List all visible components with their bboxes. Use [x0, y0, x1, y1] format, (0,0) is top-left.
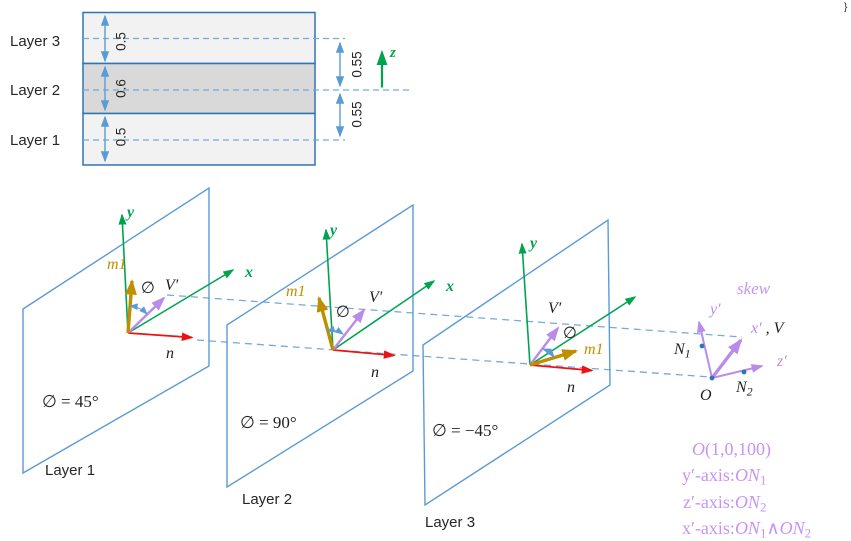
p1-v-prime-vector-arrow: [127, 296, 166, 334]
skew-frame: y′ x′ , V z′ N1 N2 O skew: [673, 279, 787, 404]
layer1-plane: [22, 186, 210, 475]
p2-n-label: n: [371, 364, 379, 381]
p3-y-axis-arrow: [518, 242, 531, 366]
p3-y-axis-label: y: [528, 235, 538, 252]
p3-v-prime-label: V′: [548, 300, 562, 317]
layer2-thickness-label: 0.6: [113, 79, 128, 98]
y-prime-label: y′: [708, 301, 721, 318]
p2-y-axis-label: y: [328, 222, 338, 239]
p1-phi-arc: [128, 303, 148, 315]
layer1-label: Layer 1: [10, 132, 60, 149]
legend-z-prime-line: z′-axis:ON2: [683, 492, 766, 515]
layer2-band: [82, 62, 316, 115]
panel-layer1: y x m1 ∅ V′ n ∅ = 45° Layer 1: [22, 186, 253, 479]
p2-x-axis-label: x: [445, 278, 454, 295]
p1-n-vector-arrow: [127, 332, 194, 342]
n2-label: N2: [735, 379, 753, 399]
p2-n-vector-arrow: [332, 349, 396, 359]
n1-label: N1: [673, 341, 691, 361]
p1-m1-label: m1: [107, 256, 127, 273]
corner-mark: }: [844, 2, 848, 13]
p1-angle-caption: ∅ = 45°: [42, 392, 99, 411]
x-prime-label: x′ , V: [750, 320, 786, 337]
p2-x-axis-arrow: [332, 280, 436, 351]
p1-m1-vector-arrow: [125, 278, 137, 334]
z-prime-axis-arrow: [711, 364, 764, 379]
p1-phi-label: ∅: [141, 280, 155, 297]
panel-layer3: y m1 ∅ V′ n ∅ = −45° Layer 3: [422, 218, 637, 531]
p1-plane-caption: Layer 1: [45, 462, 95, 479]
guide-dashed-n-line: [196, 339, 711, 378]
p2-v-prime-vector-arrow: [332, 308, 366, 351]
p3-angle-caption: ∅ = −45°: [432, 421, 498, 440]
p1-v-prime-label: V′: [165, 277, 179, 294]
layer-stack-diagram: 0.5 0.6 0.5 0.55 0.55 z Layer 3 Layer 2 …: [10, 11, 410, 166]
p2-m1-label: m1: [286, 283, 306, 300]
layer2-plane: [226, 203, 414, 489]
p2-v-prime-label: V′: [369, 289, 383, 306]
panel-layer2: y x m1 ∅ V′ n ∅ = 90° Layer 2: [226, 203, 454, 508]
layer3-plane: [422, 218, 611, 507]
p2-phi-label: ∅: [336, 304, 350, 321]
spacing-top-label: 0.55: [349, 51, 364, 77]
legend-y-prime-line: y′-axis:ON1: [682, 465, 766, 488]
p2-m1-vector-arrow: [316, 296, 335, 351]
p2-phi-arc: [325, 326, 344, 335]
skew-caption: skew: [737, 279, 771, 298]
spacing-bottom-label: 0.55: [349, 101, 364, 127]
legend-x-prime-line: x′-axis:ON1∧ON2: [682, 518, 811, 541]
legend: O(1,0,100) y′-axis:ON1 z′-axis:ON2 x′-ax…: [682, 439, 811, 541]
p1-y-axis-arrow: [118, 213, 129, 334]
p3-v-prime-vector-arrow: [529, 326, 560, 366]
origin-label: O: [700, 387, 712, 404]
layer2-label: Layer 2: [10, 82, 60, 99]
z-prime-label: z′: [776, 353, 787, 370]
p1-y-axis-label: y: [125, 204, 135, 221]
x-prime-axis-arrow: [710, 338, 743, 380]
p3-phi-label: ∅: [563, 325, 577, 342]
n1-point: [699, 343, 705, 349]
p1-n-label: n: [166, 345, 174, 362]
p3-plane-caption: Layer 3: [425, 514, 475, 531]
layer3-label: Layer 3: [10, 33, 60, 50]
p2-angle-caption: ∅ = 90°: [240, 413, 297, 432]
p2-plane-caption: Layer 2: [242, 491, 292, 508]
legend-origin-line: O(1,0,100): [692, 439, 771, 460]
p3-n-label: n: [567, 379, 575, 396]
p1-x-axis-label: x: [244, 264, 253, 281]
p3-m1-label: m1: [584, 341, 604, 358]
y-prime-axis-arrow: [696, 320, 713, 379]
layer1-band: [82, 112, 316, 166]
n2-point: [741, 369, 747, 375]
origin-point: [709, 375, 715, 381]
layer3-thickness-label: 0.5: [113, 32, 128, 51]
p3-phi-arc: [541, 348, 555, 358]
p1-x-axis-arrow: [127, 269, 235, 334]
z-axis-label: z: [389, 45, 396, 61]
p3-x-axis-arrow: [529, 296, 637, 366]
guide-dashed-v-line: [166, 294, 743, 338]
layer1-thickness-label: 0.5: [113, 128, 128, 147]
p3-n-vector-arrow: [529, 364, 594, 374]
p3-m1-vector-arrow: [529, 349, 578, 367]
